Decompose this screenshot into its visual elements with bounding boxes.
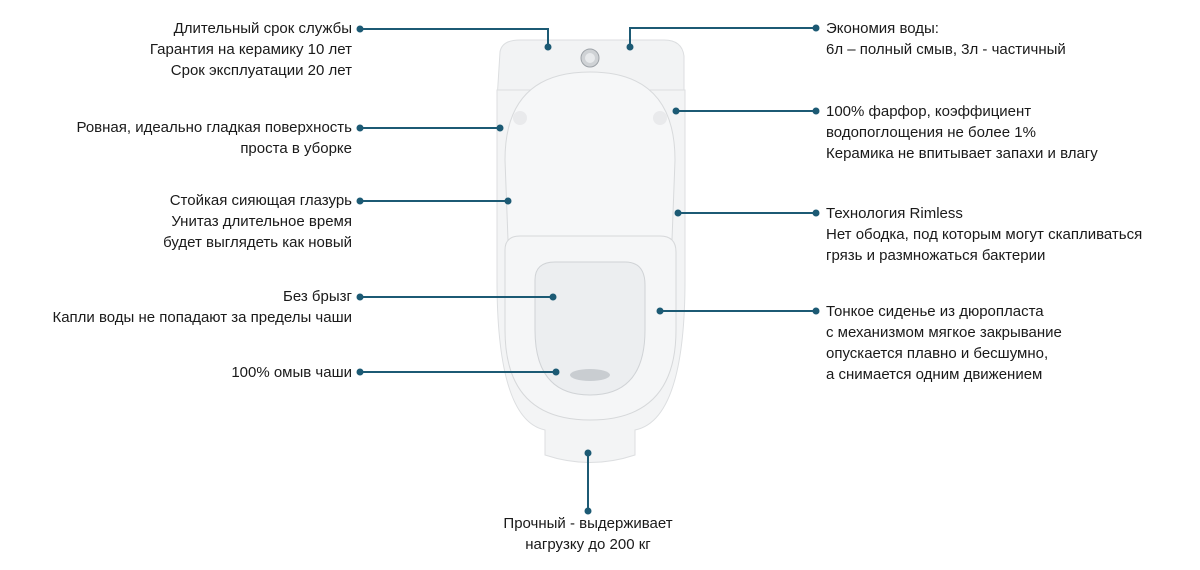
leader-dot — [549, 293, 557, 301]
leader-dot — [356, 293, 364, 301]
callout-line: водопоглощения не более 1% — [826, 124, 1036, 141]
leader-dot — [812, 24, 820, 32]
callout-line: 100% фарфор, коэффициент — [826, 103, 1032, 120]
leader-dot — [812, 107, 820, 115]
callout-line: а снимается одним движением — [826, 366, 1043, 383]
callout-line: Тонкое сиденье из дюропласта — [826, 303, 1044, 320]
leader-dot — [356, 124, 364, 132]
callout-line: Капли воды не попадают за пределы чаши — [52, 309, 352, 326]
leader-dot — [812, 307, 820, 315]
leader-dot — [656, 307, 664, 315]
leader-dot — [544, 43, 552, 51]
leader-line — [629, 27, 816, 47]
callout-line: 100% омыв чаши — [231, 364, 352, 381]
callout-line: Керамика не впитывает запахи и влагу — [826, 145, 1098, 162]
callout-line: Технология Rimless — [826, 205, 963, 222]
leader-dot — [812, 209, 820, 217]
callout-line: будет выглядеть как новый — [163, 234, 352, 251]
leader-dot — [552, 368, 560, 376]
callout-line: Прочный - выдерживает — [503, 515, 673, 532]
leader-line — [360, 28, 549, 47]
callout-glaze: Стойкая сияющая глазурь Унитаз длительно… — [163, 190, 352, 253]
callout-line: грязь и размножаться бактерии — [826, 247, 1046, 264]
leader-dot — [356, 197, 364, 205]
leader-dot — [504, 197, 512, 205]
leader-dot — [356, 25, 364, 33]
callout-line: Срок эксплуатации 20 лет — [170, 62, 352, 79]
leader-dot — [584, 449, 592, 457]
callout-smooth-surface: Ровная, идеально гладкая поверхность про… — [76, 117, 352, 159]
callout-seat: Тонкое сиденье из дюропласта с механизмо… — [826, 301, 1062, 385]
leader-dot — [496, 124, 504, 132]
callout-line: нагрузку до 200 кг — [525, 536, 651, 553]
callout-strength: Прочный - выдерживает нагрузку до 200 кг — [488, 513, 688, 555]
callout-line: опускается плавно и бесшумно, — [826, 345, 1049, 362]
callout-line: Нет ободка, под которым могут скапливать… — [826, 226, 1143, 243]
callout-line: проста в уборке — [240, 140, 352, 157]
callout-line: Длительный срок службы — [173, 20, 352, 37]
seat-lid — [504, 71, 676, 241]
callout-line: с механизмом мягкое закрывание — [826, 324, 1062, 341]
bowl-opening — [534, 261, 646, 396]
callout-porcelain: 100% фарфор, коэффициент водопоглощения … — [826, 101, 1098, 164]
callout-rimless: Технология Rimless Нет ободка, под котор… — [826, 203, 1142, 266]
toilet — [496, 39, 686, 463]
callout-durability: Длительный срок службы Гарантия на керам… — [150, 18, 352, 81]
callout-line: Унитаз длительное время — [171, 213, 352, 230]
leader-dot — [674, 209, 682, 217]
callout-no-splash: Без брызг Капли воды не попадают за пред… — [52, 286, 352, 328]
callout-water-saving: Экономия воды: 6л – полный смыв, 3л - ча… — [826, 18, 1066, 60]
callout-line: 6л – полный смыв, 3л - частичный — [826, 41, 1066, 58]
callout-line: Стойкая сияющая глазурь — [169, 192, 352, 209]
callout-full-rinse: 100% омыв чаши — [231, 362, 352, 383]
leader-dot — [626, 43, 634, 51]
callout-line: Гарантия на керамику 10 лет — [149, 41, 352, 58]
callout-line: Экономия воды: — [826, 20, 939, 37]
leader-dot — [356, 368, 364, 376]
leader-dot — [672, 107, 680, 115]
leader-dot — [584, 507, 592, 515]
callout-line: Ровная, идеально гладкая поверхность — [76, 119, 352, 136]
callout-line: Без брызг — [283, 288, 352, 305]
